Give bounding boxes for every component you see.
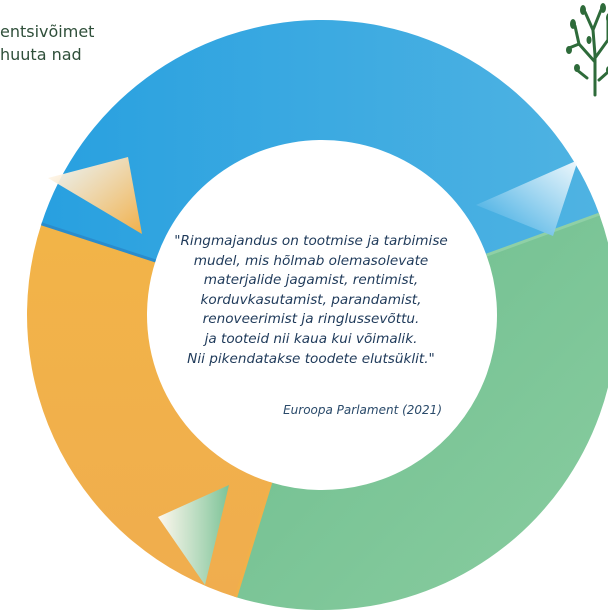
quote-line: mudel, mis hõlmab olemasolevate	[193, 252, 429, 269]
segment-separator	[234, 481, 273, 598]
quote: "Ringmajandus on tootmise ja tarbimise m…	[150, 232, 472, 369]
segment-separator	[485, 212, 600, 257]
ring-segment-blue	[41, 20, 600, 261]
corner-text: entsivõimet huuta nad	[0, 20, 94, 66]
attribution: Euroopa Parlament (2021)	[283, 403, 442, 417]
corner-text-line: huuta nad	[0, 45, 82, 64]
green-to-orange-arrow	[158, 485, 229, 585]
segment-separator	[40, 222, 157, 263]
ring-segment-green	[235, 214, 608, 610]
tree-logo-icon	[566, 3, 608, 97]
quote-line: ja tooteid nii kaua kui võimalik.	[204, 330, 418, 347]
orange-to-blue-arrow	[48, 157, 142, 234]
quote-line: korduvkasutamist, parandamist,	[200, 291, 422, 308]
corner-text-line: entsivõimet	[0, 22, 95, 41]
quote-line: renoveerimist ja ringlussevõttu.	[202, 311, 420, 328]
quote-line: materjalide jagamist, rentimist,	[203, 272, 419, 289]
quote-line: Nii pikendatakse toodete elutsüklit."	[187, 350, 435, 367]
blue-to-green-arrow	[476, 160, 578, 236]
quote-line: "Ringmajandus on tootmise ja tarbimise	[174, 233, 448, 249]
